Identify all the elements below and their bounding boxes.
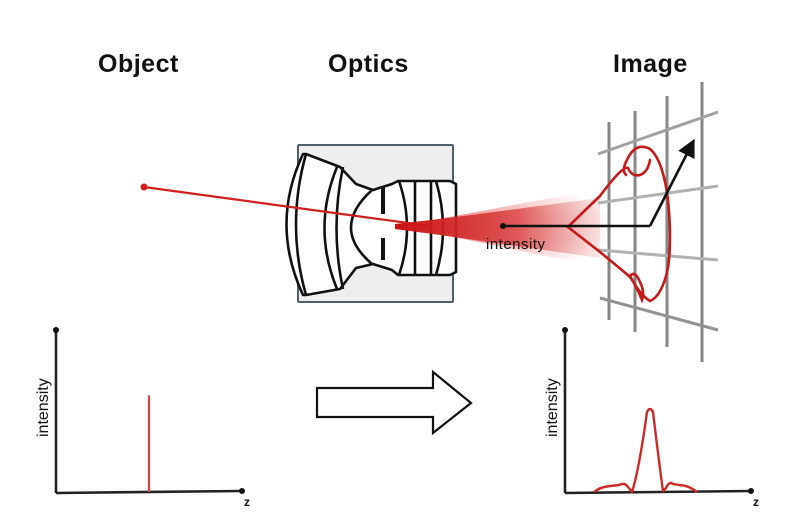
- grid-hline: [597, 248, 719, 262]
- image-plane-grid: [597, 82, 719, 362]
- object-plot-ylabel: intensity: [35, 378, 52, 437]
- lens-element-4: [349, 189, 373, 265]
- direction-arrow: [648, 138, 695, 227]
- object-intensity-plot: intensity z: [35, 327, 250, 509]
- image-plot-x-axis-tip: [748, 488, 754, 494]
- object-plot-xlabel: z: [244, 495, 250, 509]
- lens-element-3: [335, 166, 345, 290]
- beam-cone: [395, 198, 600, 258]
- image-plot-ylabel: intensity: [544, 378, 561, 437]
- beam-axis-origin: [500, 223, 506, 229]
- image-intensity-plot: intensity z: [544, 327, 759, 509]
- grid-hline: [597, 110, 719, 156]
- beam-intensity-label: intensity: [486, 236, 546, 253]
- image-psf-curve: [593, 407, 698, 494]
- image-plot-x-axis: [564, 489, 752, 495]
- object-point: [140, 183, 148, 191]
- lens-element-2: [323, 166, 339, 290]
- object-plot-y-axis-tip: [53, 327, 59, 333]
- lens-assembly: [285, 152, 458, 297]
- title-image: Image: [613, 50, 688, 78]
- title-optics: Optics: [328, 50, 409, 78]
- grid-hline: [597, 184, 719, 205]
- image-plot-y-axis-tip: [562, 327, 568, 333]
- grid-hline: [599, 296, 719, 332]
- psf-surface-curve: [566, 145, 672, 304]
- mapping-arrow: [315, 369, 473, 436]
- image-plot-xlabel: z: [753, 495, 759, 509]
- title-object: Object: [98, 50, 179, 78]
- lens-element-1: [294, 153, 308, 296]
- incoming-ray: [143, 185, 431, 228]
- object-plot-x-axis-tip: [239, 488, 245, 494]
